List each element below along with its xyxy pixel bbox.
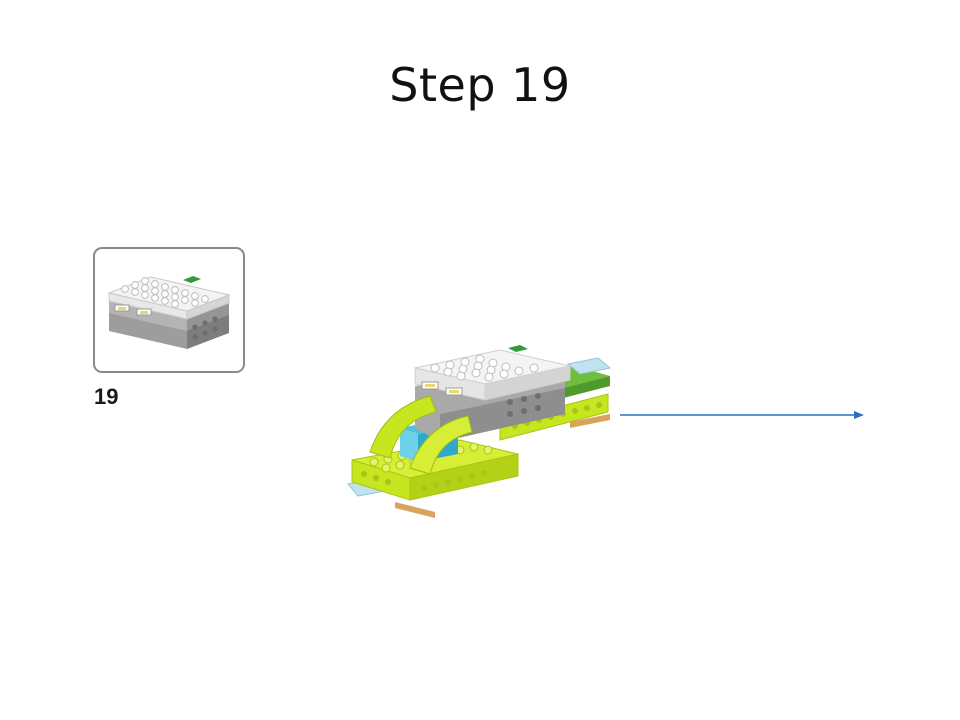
slide-title: Step 19 (389, 58, 571, 112)
parts-callout (93, 247, 245, 373)
arrow-right-icon (620, 411, 864, 419)
lego-model-icon (347, 345, 612, 518)
arrow (618, 405, 868, 430)
hub-part-icon (107, 276, 231, 349)
lego-model (340, 322, 625, 527)
step-number: 19 (94, 384, 119, 409)
